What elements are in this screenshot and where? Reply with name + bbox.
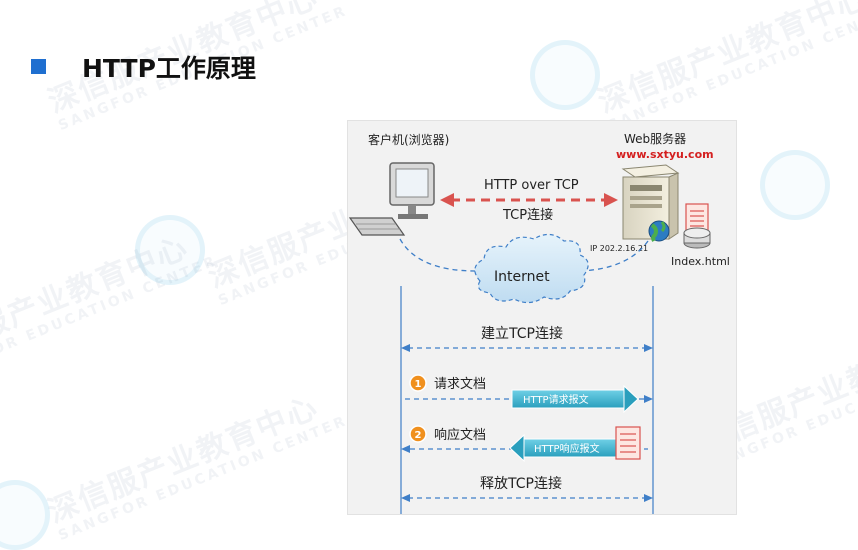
globe-icon — [648, 220, 670, 242]
step-1-number: 1 — [415, 379, 422, 390]
establish-tcp-label: 建立TCP连接 — [481, 325, 563, 342]
http-over-tcp-arrow — [440, 193, 618, 207]
release-tcp-arrow — [401, 494, 653, 502]
establish-tcp-arrow — [401, 344, 653, 352]
client-internet-link — [399, 238, 477, 272]
http-diagram: 客户机(浏览器) Web服务器 www.sxtyu.com — [347, 120, 737, 515]
server-label: Web服务器 — [624, 131, 686, 146]
tcp-connection-label: TCP连接 — [502, 207, 553, 223]
watermark-logo — [530, 40, 600, 110]
watermark-text: 深信服产业教育中心 SANGFOR EDUCATION CENTER — [593, 0, 858, 135]
release-tcp-label: 释放TCP连接 — [480, 475, 562, 492]
step-1-badge — [409, 374, 427, 392]
protocol-label: HTTP over TCP — [484, 178, 579, 193]
step-2-number: 2 — [415, 430, 422, 441]
request-arrowhead — [644, 395, 653, 403]
watermark-logo — [135, 215, 205, 285]
internet-label: Internet — [494, 269, 550, 285]
http-request-arrow — [511, 384, 639, 414]
document-icon — [683, 203, 711, 249]
title-bullet — [31, 59, 46, 74]
computer-icon — [348, 162, 435, 236]
watermark-text: 深信服产业教育中心 SANGFOR EDUCATION CENTER — [43, 389, 351, 545]
server-icon — [621, 164, 680, 240]
response-document-icon — [615, 426, 641, 460]
http-response-label: HTTP响应报文 — [534, 442, 600, 455]
step-2-label: 响应文档 — [434, 427, 486, 443]
client-label: 客户机(浏览器) — [368, 132, 449, 147]
internet-cloud-icon — [474, 233, 589, 304]
step-2-badge — [409, 425, 427, 443]
file-label: Index.html — [671, 255, 730, 268]
watermark-logo — [760, 150, 830, 220]
page-title: HTTP工作原理 — [82, 54, 256, 83]
response-arrowhead — [401, 445, 410, 453]
watermark-logo — [0, 480, 50, 550]
server-url: www.sxtyu.com — [616, 148, 714, 161]
step-1-label: 请求文档 — [434, 377, 486, 392]
ip-label: IP 202.2.16.21 — [590, 244, 648, 253]
http-request-label: HTTP请求报文 — [523, 393, 589, 406]
http-response-arrow — [509, 433, 625, 463]
